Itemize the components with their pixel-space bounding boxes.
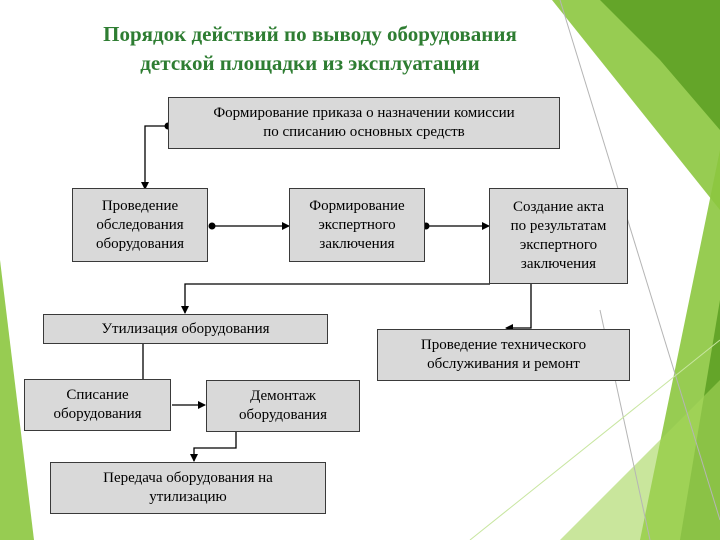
node-inspection-line-1: Проведение — [101, 197, 179, 214]
node-order-line-1: Формирование приказа о назначении комисс… — [213, 105, 515, 121]
node-conclusion-line-3: заключения — [319, 235, 395, 252]
connector-act-to-disposal — [181, 283, 490, 314]
node-inspection: Проведение обследования оборудования — [72, 188, 208, 262]
node-act-line-2: по результатам — [510, 218, 607, 234]
node-order: Формирование приказа о назначении комисс… — [168, 97, 560, 149]
node-act: Создание акта по результатам экспертного… — [489, 188, 628, 284]
node-writeoff-line-2: оборудования — [53, 406, 142, 422]
node-transfer-line-2: утилизацию — [149, 489, 227, 505]
node-inspection-line-3: оборудования — [95, 235, 185, 252]
connector-order-to-inspection — [144, 125, 168, 188]
node-maintenance-line-2: обслуживания и ремонт — [427, 356, 580, 372]
node-dismantle-line-1: Демонтаж — [250, 388, 316, 404]
node-conclusion: Формирование экспертного заключения — [289, 188, 425, 262]
node-conclusion-line-1: Формирование — [309, 197, 405, 214]
title-line-1: Порядок действий по выводу оборудования — [103, 22, 517, 46]
node-act-line-3: экспертного — [519, 237, 598, 253]
node-dismantle: Демонтаж оборудования — [206, 380, 360, 432]
node-inspection-line-2: обследования — [96, 216, 184, 233]
node-act-line-1: Создание акта — [512, 199, 605, 215]
page-title: Порядок действий по выводу оборудования … — [20, 20, 600, 78]
node-disposal-line-1: Утилизация оборудования — [101, 320, 270, 337]
title-line-2: детской площадки из эксплуатации — [140, 51, 480, 75]
connector-dot-inspection — [208, 222, 216, 230]
thin-line-1 — [559, 0, 720, 521]
node-writeoff: Списание оборудования — [24, 379, 171, 431]
node-disposal: Утилизация оборудования — [43, 314, 328, 344]
thin-line-3 — [469, 339, 720, 540]
green-stripe-bottom-right — [560, 380, 720, 540]
node-act-line-4: заключения — [520, 256, 597, 272]
node-dismantle-line-2: оборудования — [238, 407, 328, 423]
node-order-line-2: по списанию основных средств — [263, 124, 465, 140]
node-transfer-line-1: Передача оборудования на — [103, 470, 273, 486]
connector-act-to-maintenance — [505, 284, 532, 332]
connector-dismantle-to-transfer — [190, 432, 237, 462]
green-stripe-top-dark — [600, 0, 720, 130]
node-maintenance-line-1: Проведение технического — [420, 337, 587, 353]
node-conclusion-line-2: экспертного — [318, 216, 396, 233]
node-transfer: Передача оборудования на утилизацию — [50, 462, 326, 514]
node-maintenance: Проведение технического обслуживания и р… — [377, 329, 630, 381]
node-writeoff-line-1: Списание — [66, 387, 129, 403]
green-stripe-left — [0, 260, 34, 540]
